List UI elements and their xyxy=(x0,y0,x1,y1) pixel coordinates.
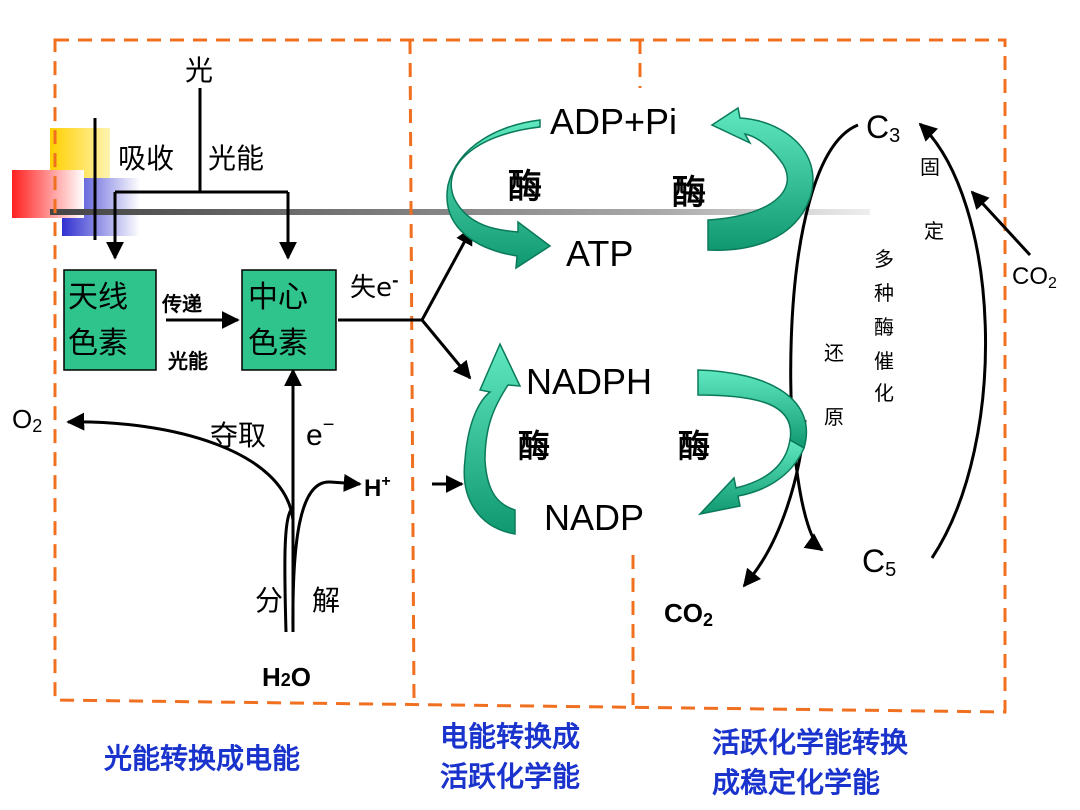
water-label: H2O xyxy=(262,662,311,692)
fix-label-2: 定 xyxy=(924,219,944,243)
caption-stage3-line2: 成稳定化学能 xyxy=(712,766,880,799)
seize-label: 夺取 xyxy=(210,419,266,452)
oxygen-label: O2 xyxy=(12,404,42,436)
antenna-pigment-line2: 色素 xyxy=(68,326,128,361)
caption-stage3-line1: 活跃化学能转换 xyxy=(712,726,909,759)
lose-electron-label: 失e- xyxy=(350,271,399,303)
decompose-label: 解 xyxy=(312,584,340,617)
multi-enzyme-4: 催 xyxy=(874,349,894,373)
light-label: 光 xyxy=(185,54,213,87)
multi-enzyme-3: 酶 xyxy=(874,315,894,339)
antenna-pigment-box xyxy=(63,269,157,371)
light-energy-label: 光能 xyxy=(208,142,264,175)
c3-label: C3 xyxy=(866,109,900,147)
electron-label: e− xyxy=(306,414,334,452)
adp-pi-label: ADP+Pi xyxy=(550,101,677,142)
atp-label: ATP xyxy=(566,233,633,274)
caption-stage1: 光能转换成电能 xyxy=(103,742,300,775)
co2-in-label: CO2 xyxy=(1012,263,1057,292)
enzyme-label-4: 酶 xyxy=(678,427,710,465)
curved-arrows xyxy=(446,106,814,535)
multi-enzyme-2: 种 xyxy=(874,281,894,305)
stage-frame xyxy=(53,38,1007,714)
antenna-pigment-line1: 天线 xyxy=(68,280,128,315)
transfer-label: 传递 xyxy=(161,292,202,316)
caption-stage2-line1: 电能转换成 xyxy=(440,720,580,753)
absorb-label: 吸收 xyxy=(118,142,174,175)
reduce-label-2: 原 xyxy=(824,405,844,429)
multi-enzyme-5: 化 xyxy=(874,381,894,405)
nadp-label: NADP xyxy=(544,497,644,538)
center-pigment-box xyxy=(241,269,337,371)
c5-label: C5 xyxy=(862,543,896,581)
split-label: 分 xyxy=(255,584,283,617)
enzyme-label-3: 酶 xyxy=(518,427,550,465)
center-pigment-line1: 中心 xyxy=(248,280,308,315)
reduce-label-1: 还 xyxy=(824,341,844,365)
caption-stage2-line2: 活跃化学能 xyxy=(440,760,580,793)
enzyme-label-1: 酶 xyxy=(508,167,542,207)
nadph-label: NADPH xyxy=(526,361,652,402)
fix-label-1: 固 xyxy=(920,155,940,179)
co2-out-label: CO2 xyxy=(664,598,713,630)
enzyme-label-2: 酶 xyxy=(672,173,706,213)
multi-enzyme-1: 多 xyxy=(874,247,894,271)
light-arrows xyxy=(66,88,1032,633)
proton-label: H+ xyxy=(364,473,391,502)
center-pigment-line2: 色素 xyxy=(248,326,308,361)
transfer-energy-label: 光能 xyxy=(167,349,208,373)
